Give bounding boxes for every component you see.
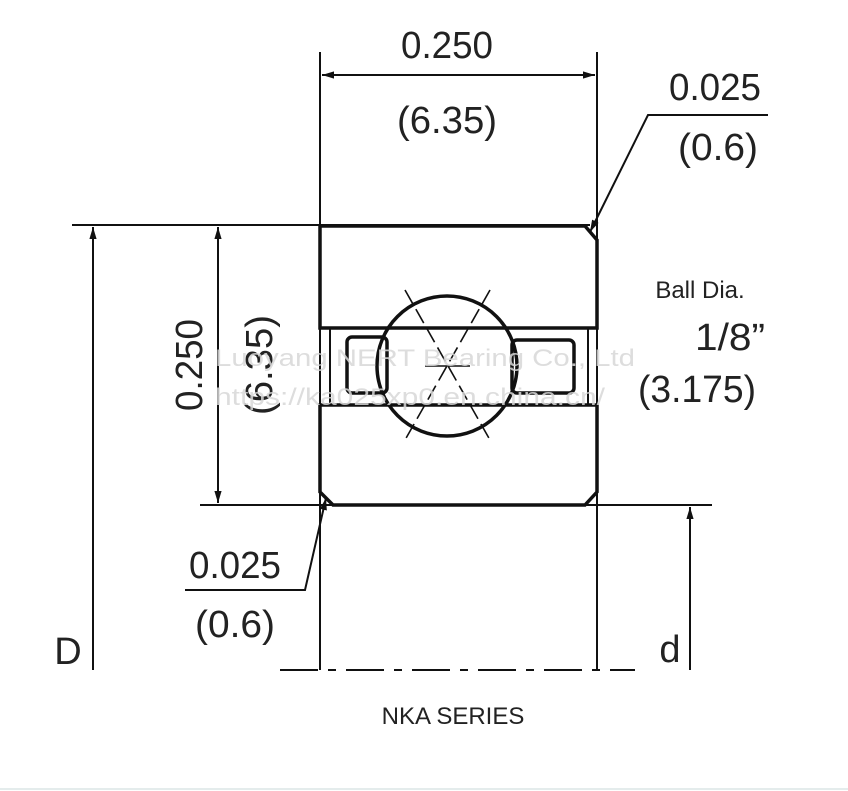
chamfer-bottom-in-label: 0.025 <box>189 545 281 587</box>
series-title: NKA SERIES <box>382 703 525 730</box>
chamfer-top-mm-label: (0.6) <box>678 127 758 169</box>
chamfer-bottom-leader <box>185 497 327 591</box>
inner-diameter-label: d <box>659 629 680 671</box>
width-in-label: 0.250 <box>401 25 493 67</box>
inner-ring <box>318 403 599 507</box>
watermark-company: Luoyang NERT Bearing Co., Ltd <box>215 345 635 372</box>
outer-diameter-label: D <box>54 631 81 673</box>
chamfer-top-in-label: 0.025 <box>669 67 761 109</box>
contact-line <box>404 289 491 441</box>
ball <box>375 294 519 438</box>
width-mm-label: (6.35) <box>397 100 497 142</box>
ball-size-mm: (3.175) <box>638 369 756 411</box>
ball-size-in: 1/8” <box>695 317 765 359</box>
chamfer-top-leader <box>589 114 768 233</box>
contact-line <box>404 289 491 441</box>
height-in-label: 0.250 <box>169 319 211 411</box>
height-mm-label: (6.35) <box>239 315 281 415</box>
outer-ring <box>318 224 599 330</box>
watermark-url: https://ka025xp0.en.china.cn/ <box>215 384 605 411</box>
chamfer-bottom-mm-label: (0.6) <box>195 604 275 646</box>
cage-left <box>345 335 389 395</box>
ball-dia-label: Ball Dia. <box>655 277 744 304</box>
cage-right <box>510 338 576 395</box>
